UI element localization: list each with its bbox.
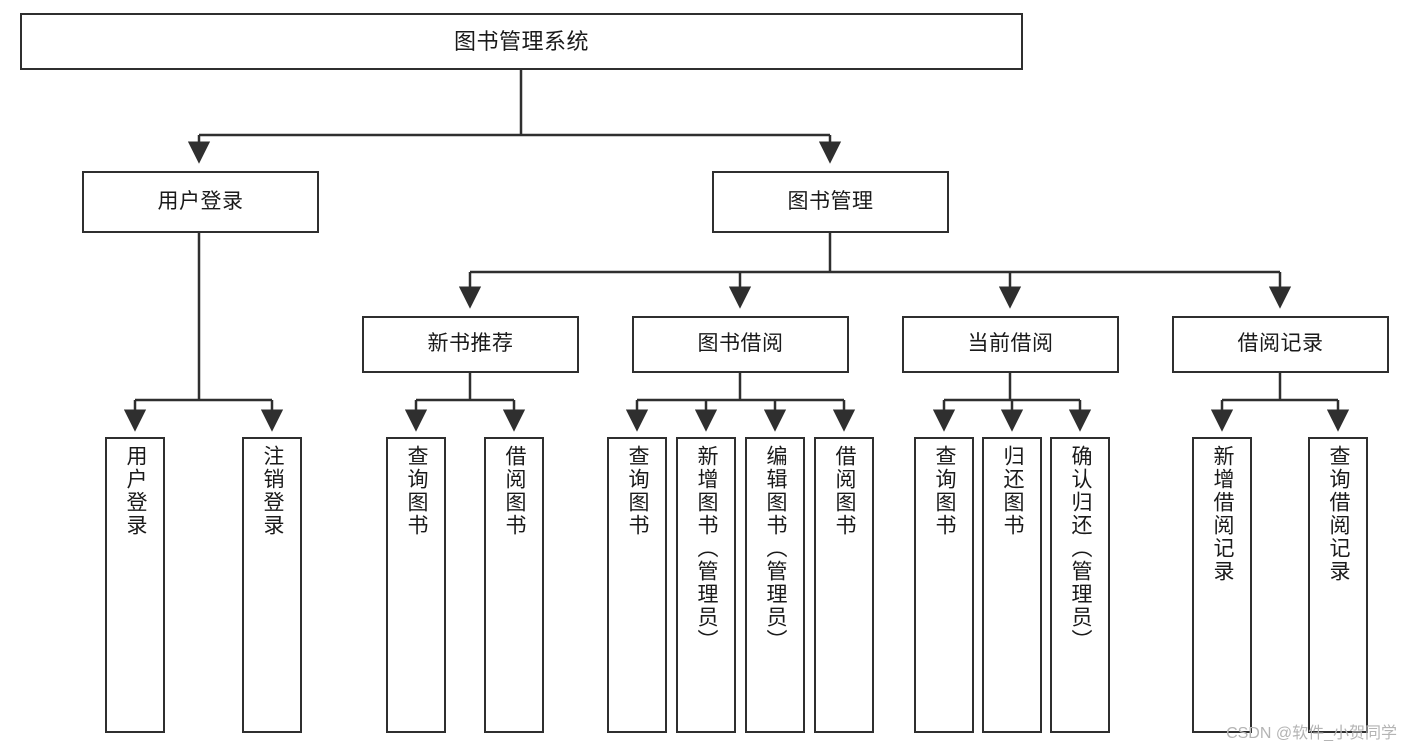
node-book-manage[interactable]: 图书管理 <box>712 171 949 233</box>
node-label: 借阅图书 <box>833 445 857 537</box>
node-leaf-query-book-1[interactable]: 查询图书 <box>386 437 446 733</box>
node-leaf-query-record[interactable]: 查询借阅记录 <box>1308 437 1368 733</box>
node-leaf-logout[interactable]: 注销登录 <box>242 437 302 733</box>
node-borrow-record[interactable]: 借阅记录 <box>1172 316 1389 373</box>
node-current-borrow[interactable]: 当前借阅 <box>902 316 1119 373</box>
node-leaf-borrow-book-1[interactable]: 借阅图书 <box>484 437 544 733</box>
node-label: 新增借阅记录 <box>1211 445 1235 583</box>
node-leaf-user-login[interactable]: 用户登录 <box>105 437 165 733</box>
node-label: 新书推荐 <box>427 332 514 356</box>
node-new-book-rec[interactable]: 新书推荐 <box>362 316 579 373</box>
node-label: 查询图书 <box>933 445 957 537</box>
node-label: 图书借阅 <box>697 332 784 356</box>
node-label: 确认归还（管理员） <box>1069 445 1093 652</box>
node-leaf-query-book-2[interactable]: 查询图书 <box>607 437 667 733</box>
node-label: 借阅图书 <box>503 445 527 537</box>
node-root-system[interactable]: 图书管理系统 <box>20 13 1023 70</box>
node-leaf-borrow-book-2[interactable]: 借阅图书 <box>814 437 874 733</box>
node-label: 注销登录 <box>261 445 285 537</box>
node-label: 查询图书 <box>405 445 429 537</box>
node-label: 当前借阅 <box>967 332 1054 356</box>
node-leaf-return-book[interactable]: 归还图书 <box>982 437 1042 733</box>
node-label: 归还图书 <box>1001 445 1025 537</box>
node-label: 查询借阅记录 <box>1327 445 1351 583</box>
node-label: 用户登录 <box>124 445 148 537</box>
node-leaf-add-record[interactable]: 新增借阅记录 <box>1192 437 1252 733</box>
node-leaf-add-book[interactable]: 新增图书（管理员） <box>676 437 736 733</box>
node-leaf-confirm-return[interactable]: 确认归还（管理员） <box>1050 437 1110 733</box>
node-label: 查询图书 <box>626 445 650 537</box>
node-leaf-query-book-3[interactable]: 查询图书 <box>914 437 974 733</box>
node-book-borrow[interactable]: 图书借阅 <box>632 316 849 373</box>
watermark-credit: CSDN @软件_小贺同学 <box>1226 725 1397 742</box>
node-label: 图书管理 <box>787 189 874 213</box>
node-user-login[interactable]: 用户登录 <box>82 171 319 233</box>
node-leaf-edit-book[interactable]: 编辑图书（管理员） <box>745 437 805 733</box>
node-label: 图书管理系统 <box>453 28 589 54</box>
node-label: 借阅记录 <box>1237 332 1324 356</box>
node-label: 用户登录 <box>157 189 244 213</box>
node-label: 编辑图书（管理员） <box>764 445 788 652</box>
node-label: 新增图书（管理员） <box>695 445 719 652</box>
